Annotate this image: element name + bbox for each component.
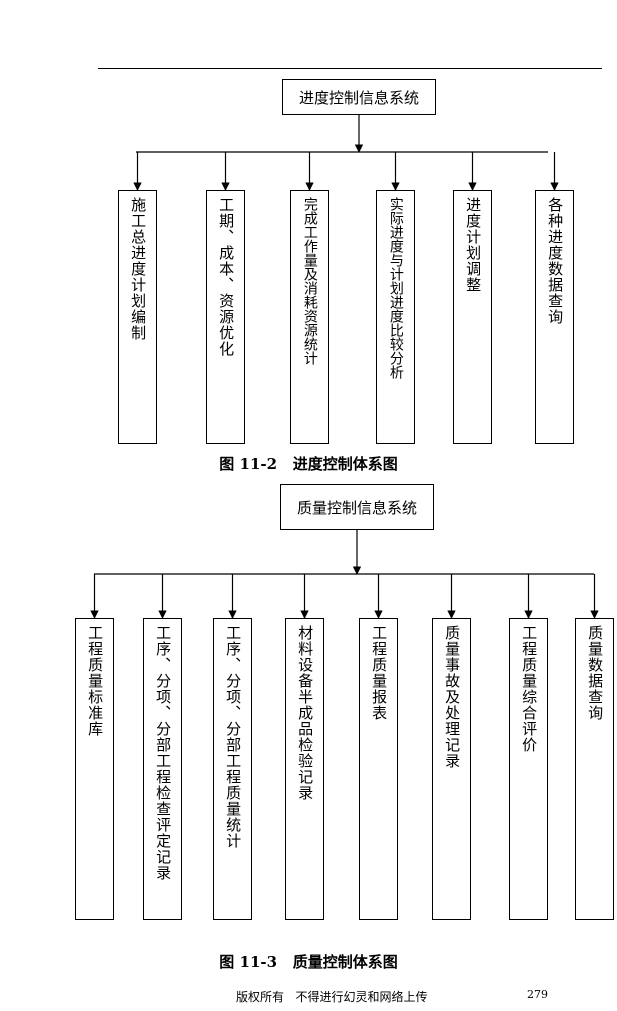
header-rule <box>98 68 602 69</box>
page-number: 279 <box>527 988 548 1001</box>
node-label: 质量数据查询 <box>586 625 605 721</box>
node-label: 施工总进度计划编制 <box>129 197 148 341</box>
node-label: 实际进度与计划进度比较分析 <box>387 197 404 379</box>
node-label: 材料设备半成品检验记录 <box>296 625 315 801</box>
figure-caption-11-3: 图 11-3 质量控制体系图 <box>219 953 398 971</box>
quality-node-5: 工程质量报表 <box>359 618 398 920</box>
node-label: 工程质量报表 <box>370 625 389 721</box>
copyright-footer: 版权所有 不得进行幻灵和网络上传 <box>236 990 428 1004</box>
node-label: 质量事故及处理记录 <box>443 625 462 769</box>
root-label: 质量控制信息系统 <box>296 498 417 517</box>
node-label: 各种进度数据查询 <box>546 197 565 325</box>
root-label: 进度控制信息系统 <box>298 88 419 107</box>
node-label: 工程质量综合评价 <box>520 625 539 753</box>
node-label: 完成工作量及消耗资源统计 <box>301 197 318 365</box>
diagram1-connectors <box>133 115 559 191</box>
quality-node-8: 质量数据查询 <box>575 618 614 920</box>
diagram2-connectors <box>90 530 599 619</box>
node-label: 工期、成本、资源优化 <box>217 197 236 357</box>
schedule-node-1: 施工总进度计划编制 <box>118 190 157 444</box>
quality-node-7: 工程质量综合评价 <box>509 618 548 920</box>
schedule-node-5: 进度计划调整 <box>453 190 492 444</box>
schedule-node-6: 各种进度数据查询 <box>535 190 574 444</box>
schedule-node-2: 工期、成本、资源优化 <box>206 190 245 444</box>
quality-node-4: 材料设备半成品检验记录 <box>285 618 324 920</box>
quality-node-6: 质量事故及处理记录 <box>432 618 471 920</box>
schedule-node-3: 完成工作量及消耗资源统计 <box>290 190 329 444</box>
quality-node-1: 工程质量标准库 <box>75 618 114 920</box>
quality-node-3: 工序、分项、分部工程质量统计 <box>213 618 252 920</box>
schedule-node-4: 实际进度与计划进度比较分析 <box>376 190 415 444</box>
figure-caption-11-2: 图 11-2 进度控制体系图 <box>219 455 398 473</box>
schedule-control-root-node: 进度控制信息系统 <box>282 79 436 115</box>
node-label: 进度计划调整 <box>464 197 483 293</box>
quality-node-2: 工序、分项、分部工程检查评定记录 <box>143 618 182 920</box>
node-label: 工序、分项、分部工程质量统计 <box>224 625 243 849</box>
node-label: 工程质量标准库 <box>86 625 105 737</box>
quality-control-root-node: 质量控制信息系统 <box>280 484 434 530</box>
node-label: 工序、分项、分部工程检查评定记录 <box>154 625 173 881</box>
